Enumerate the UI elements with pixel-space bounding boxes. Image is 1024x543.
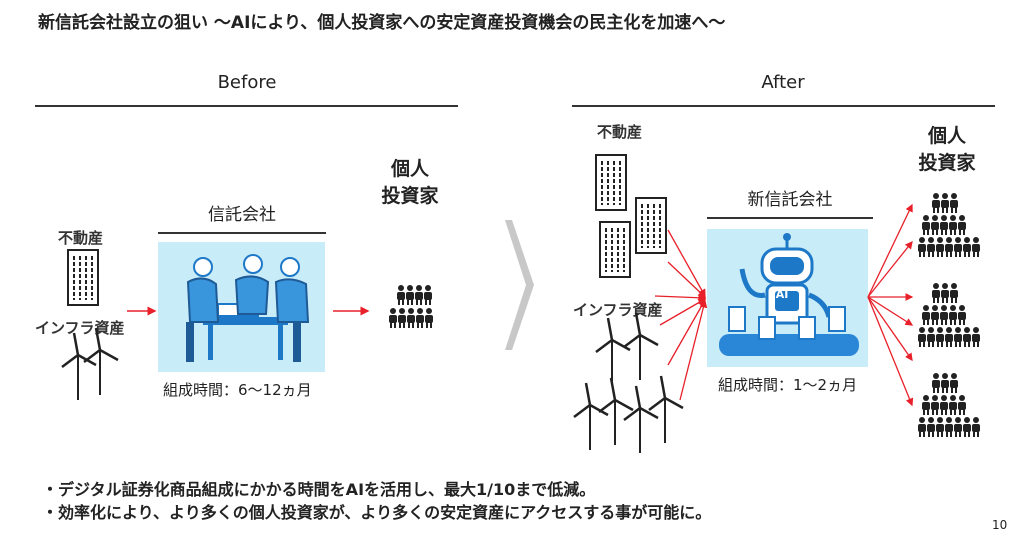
wind-turbine-icon [622, 311, 660, 382]
wind-turbine-icon [60, 331, 98, 402]
investor-group-icon [389, 285, 433, 328]
investor-label-line: 個人 [927, 125, 966, 147]
new-company-label: 新信託会社 [747, 190, 833, 210]
people-working-icon [186, 254, 310, 362]
bullet-2: ・効率化により、より多くの個人投資家が、より多くの安定資産にアクセスする事が可能… [42, 503, 712, 522]
ai-robot-illustration [707, 229, 868, 367]
building-icon [67, 249, 99, 306]
investor-group-icon [918, 373, 980, 437]
investor-label: 個人投資家 [897, 123, 997, 177]
duration-label: 組成時間：6～12ヵ月 [163, 381, 312, 399]
real-estate-label: 不動産 [597, 123, 643, 141]
duration-label: 組成時間：1～2ヵ月 [718, 376, 858, 394]
building-icon [635, 197, 667, 254]
building-icon [599, 221, 631, 278]
output-arrows [867, 203, 914, 407]
wind-turbine-icon [622, 384, 660, 455]
wind-turbine-icon [572, 381, 610, 452]
divider [35, 105, 458, 107]
investor-label-line: 投資家 [381, 185, 439, 207]
investor-group-icon [918, 283, 980, 347]
company-label: 信託会社 [208, 205, 276, 225]
wind-turbine-icon [594, 316, 632, 387]
transition-chevron-icon [505, 220, 534, 350]
investor-label: 個人投資家 [360, 156, 460, 210]
building-icon [595, 154, 627, 211]
trust-company-illustration [158, 242, 325, 372]
infrastructure-label: インフラ資産 [573, 301, 663, 319]
investor-label-line: 投資家 [918, 152, 976, 174]
real-estate-label: 不動産 [58, 229, 104, 247]
ai-badge: AI [775, 288, 789, 301]
slide-title: 新信託会社設立の狙い ～AIにより、個人投資家への安定資産投資機会の民主化を加速… [38, 13, 726, 33]
after-heading: After [761, 72, 805, 93]
investor-label-line: 個人 [390, 158, 429, 180]
infrastructure-label: インフラ資産 [35, 319, 125, 337]
page-number: 10 [992, 518, 1008, 532]
divider [572, 105, 995, 107]
input-arrows [654, 229, 708, 401]
divider [158, 232, 326, 234]
before-heading: Before [217, 72, 277, 93]
investor-group-icon [918, 193, 980, 257]
bullet-1: ・デジタル証券化商品組成にかかる時間をAIを活用し、最大1/10まで低減。 [42, 480, 596, 499]
divider [707, 217, 873, 219]
robot-icon [719, 233, 859, 356]
wind-turbine-icon [647, 374, 685, 445]
